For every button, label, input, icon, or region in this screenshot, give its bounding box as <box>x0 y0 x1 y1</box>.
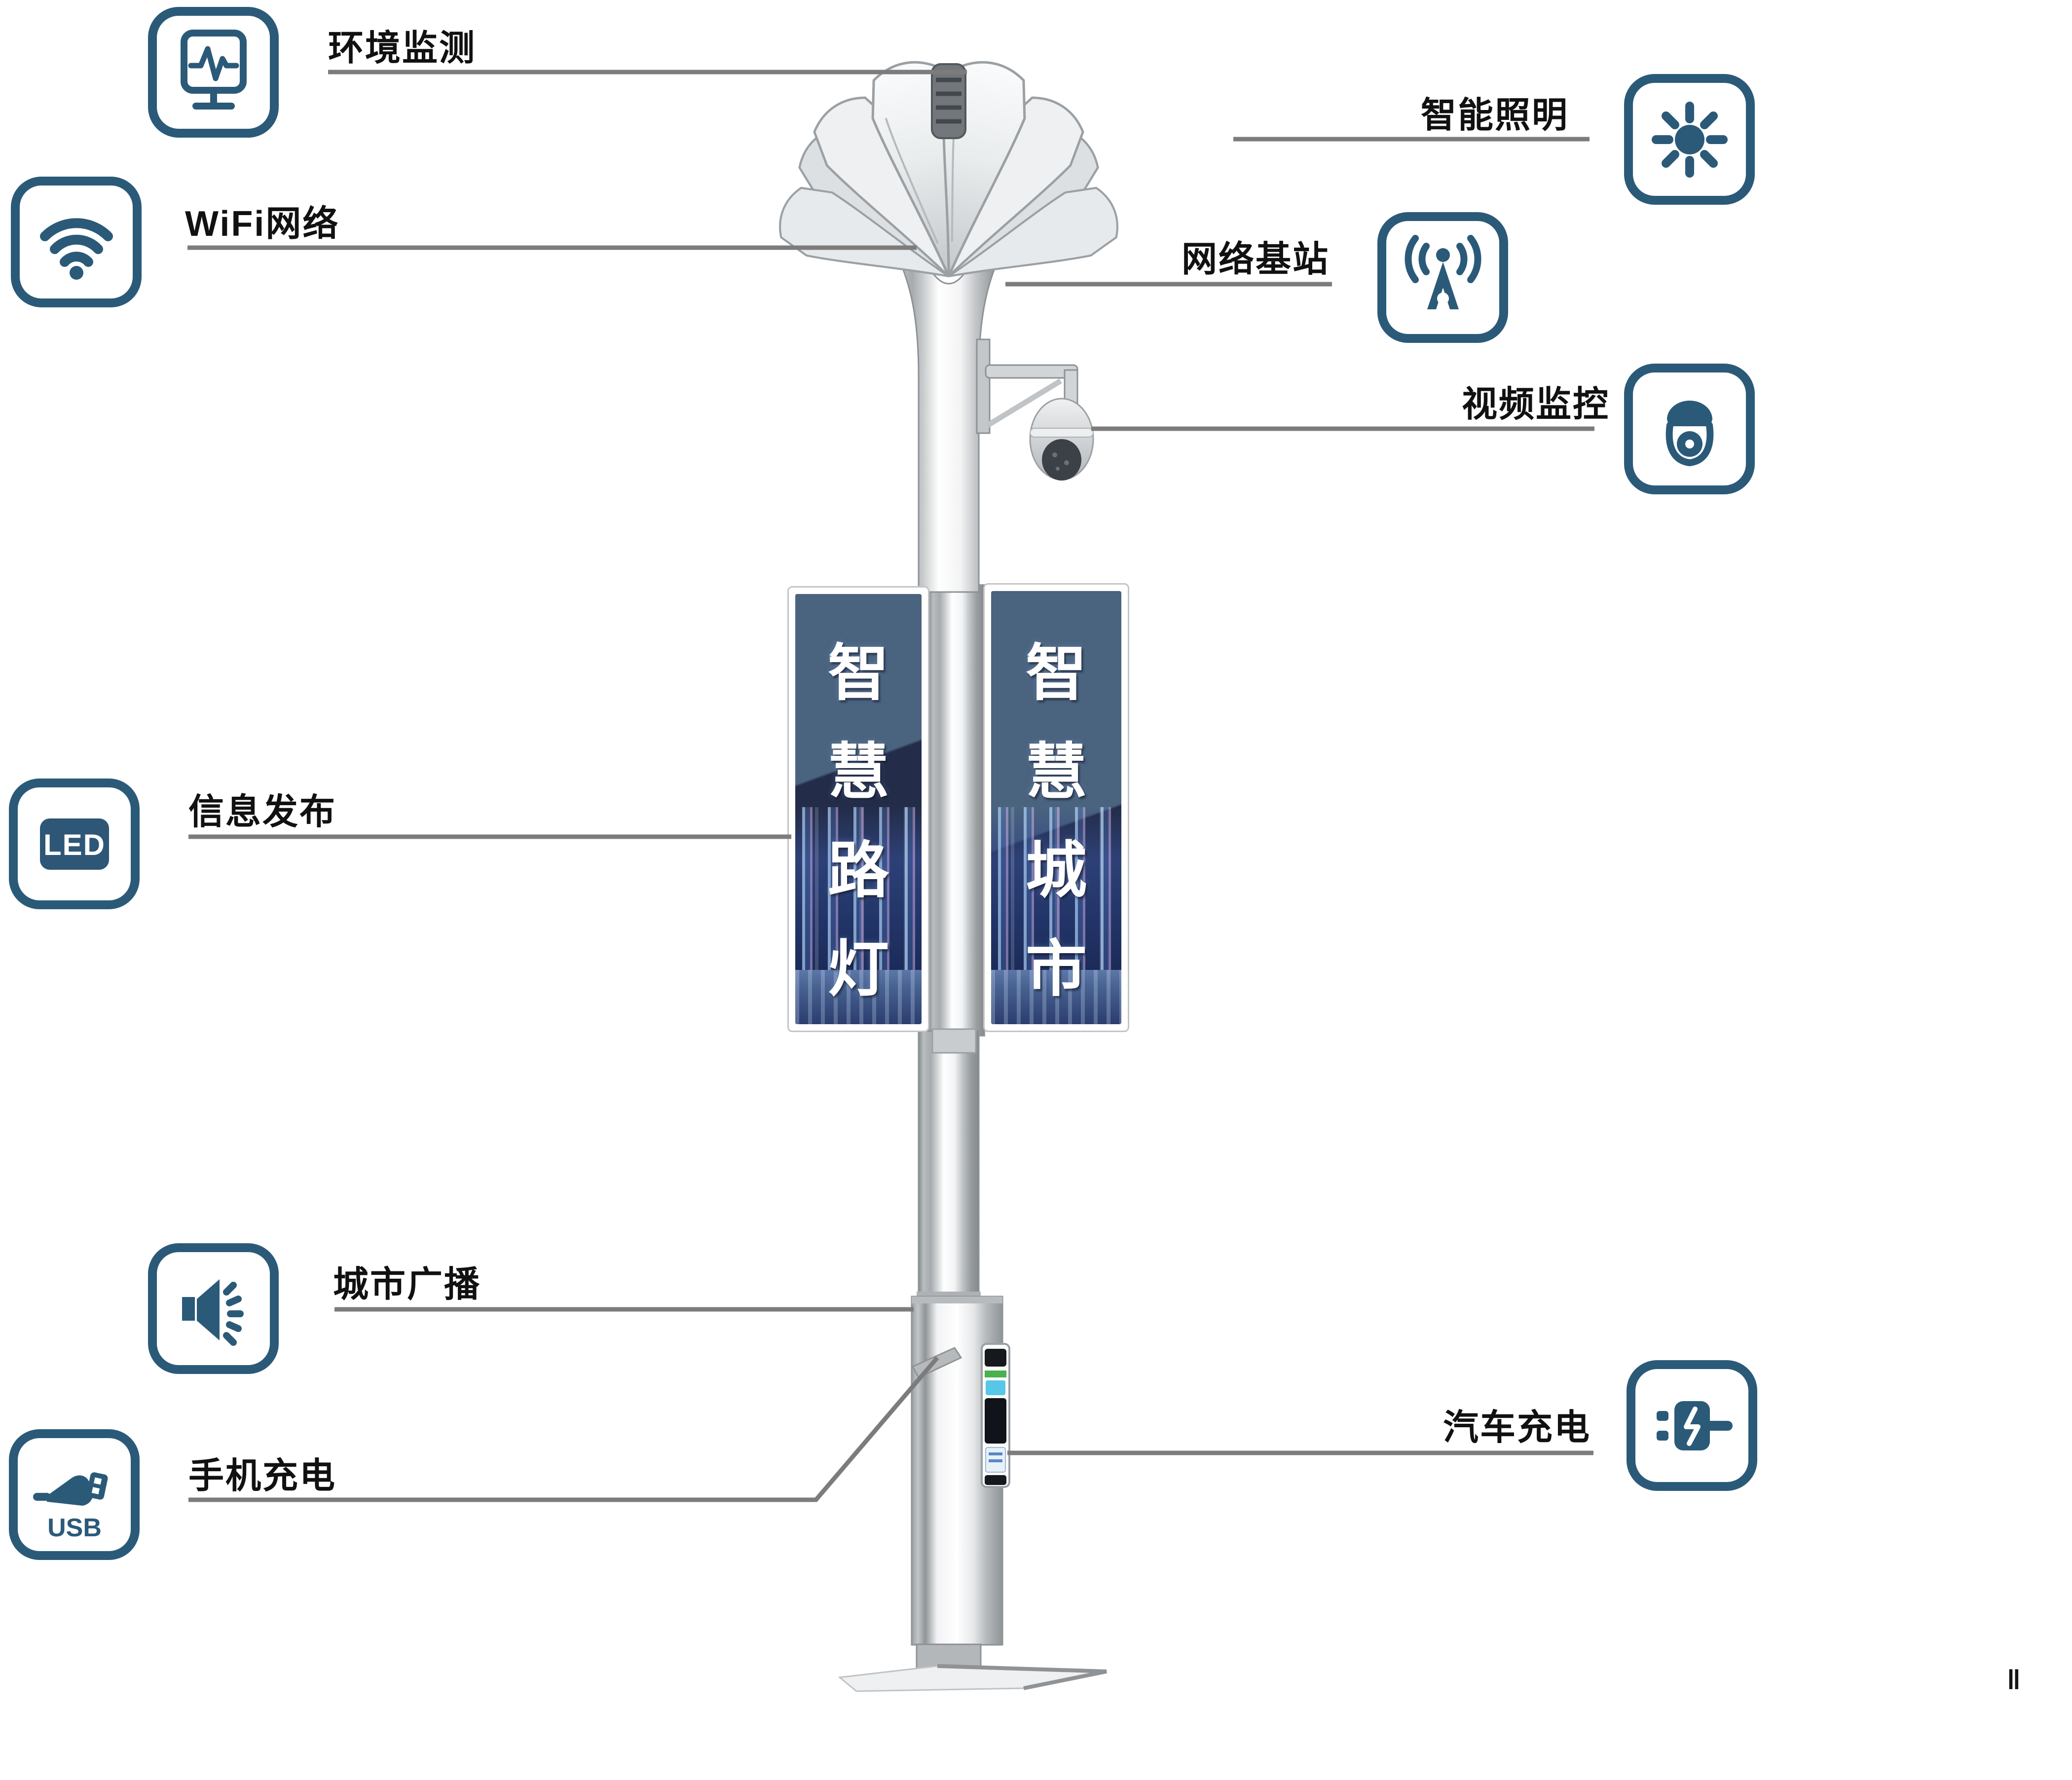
banner-left-text: 智 慧 路 灯 <box>795 594 922 1024</box>
usb-icon: USB <box>33 1472 108 1542</box>
water-reflection <box>795 970 922 1024</box>
wifi-icon <box>39 218 113 280</box>
label-smart-lighting: 智能照明 <box>1421 96 1569 135</box>
feature-icon-phone-charging: USB <box>9 1429 140 1560</box>
banner-char: 慧 <box>1025 738 1087 806</box>
banner-smart-city: 智 慧 城 市 <box>983 583 1129 1032</box>
label-video-surveillance: 视频监控 <box>1462 385 1610 424</box>
cabinet-clamp <box>911 1347 962 1378</box>
pole-camera <box>976 338 1094 481</box>
feature-icon-video-surveillance <box>1624 364 1755 494</box>
water-reflection <box>991 970 1121 1024</box>
banner-right-screen: 智 慧 城 市 <box>991 591 1121 1024</box>
led-icon: LED <box>39 818 109 870</box>
lamp-head-bud <box>931 63 966 139</box>
usb-icon-text: USB <box>47 1514 102 1542</box>
lamp-head <box>771 55 1127 593</box>
banner-char: 慧 <box>827 738 889 806</box>
label-info-publishing: 信息发布 <box>188 792 337 832</box>
feature-icon-network-base-station <box>1377 212 1508 343</box>
monitor-icon <box>180 29 247 110</box>
stray-mark: ‖ <box>2007 1664 2021 1695</box>
banner-top-mount <box>931 569 977 590</box>
banner-char: 路 <box>827 837 889 905</box>
banner-smart-streetlight: 智 慧 路 灯 <box>787 586 929 1032</box>
banner-char: 智 <box>827 639 889 707</box>
cctv-dome-icon <box>1665 400 1713 466</box>
banner-char: 市 <box>1025 935 1087 1003</box>
label-phone-charging: 手机充电 <box>188 1456 337 1496</box>
sun-icon <box>1651 101 1728 178</box>
feature-icon-env-monitoring <box>148 7 279 138</box>
feature-icon-city-broadcast <box>148 1243 279 1374</box>
charging-panel <box>981 1343 1010 1488</box>
label-network-base-station: 网络基站 <box>1182 240 1330 279</box>
feature-icon-wifi-network <box>11 177 142 307</box>
pole-base <box>838 1643 1107 1692</box>
antenna-icon <box>1404 234 1481 309</box>
city-skyline-image <box>991 807 1121 970</box>
label-city-broadcast: 城市广播 <box>333 1265 481 1304</box>
feature-icon-info-publishing: LED <box>9 779 140 909</box>
speaker-icon <box>182 1279 244 1346</box>
banner-char: 城 <box>1025 837 1087 905</box>
label-env-monitoring: 环境监测 <box>328 29 477 68</box>
banner-char: 智 <box>1025 639 1087 707</box>
feature-icon-car-charging <box>1627 1360 1757 1491</box>
banner-char: 灯 <box>827 935 889 1003</box>
ev-plug-icon <box>1656 1401 1733 1450</box>
pole-cabinet <box>911 1296 1010 1646</box>
banner-right-text: 智 慧 城 市 <box>991 591 1121 1024</box>
label-wifi-network: WiFi网络 <box>185 204 340 244</box>
banner-left-screen: 智 慧 路 灯 <box>795 594 922 1024</box>
banner-bottom-mount <box>931 1028 977 1054</box>
led-icon-text: LED <box>43 828 106 861</box>
city-skyline-image <box>795 807 922 970</box>
label-car-charging: 汽车充电 <box>1443 1408 1591 1447</box>
feature-icon-smart-lighting <box>1624 74 1755 205</box>
